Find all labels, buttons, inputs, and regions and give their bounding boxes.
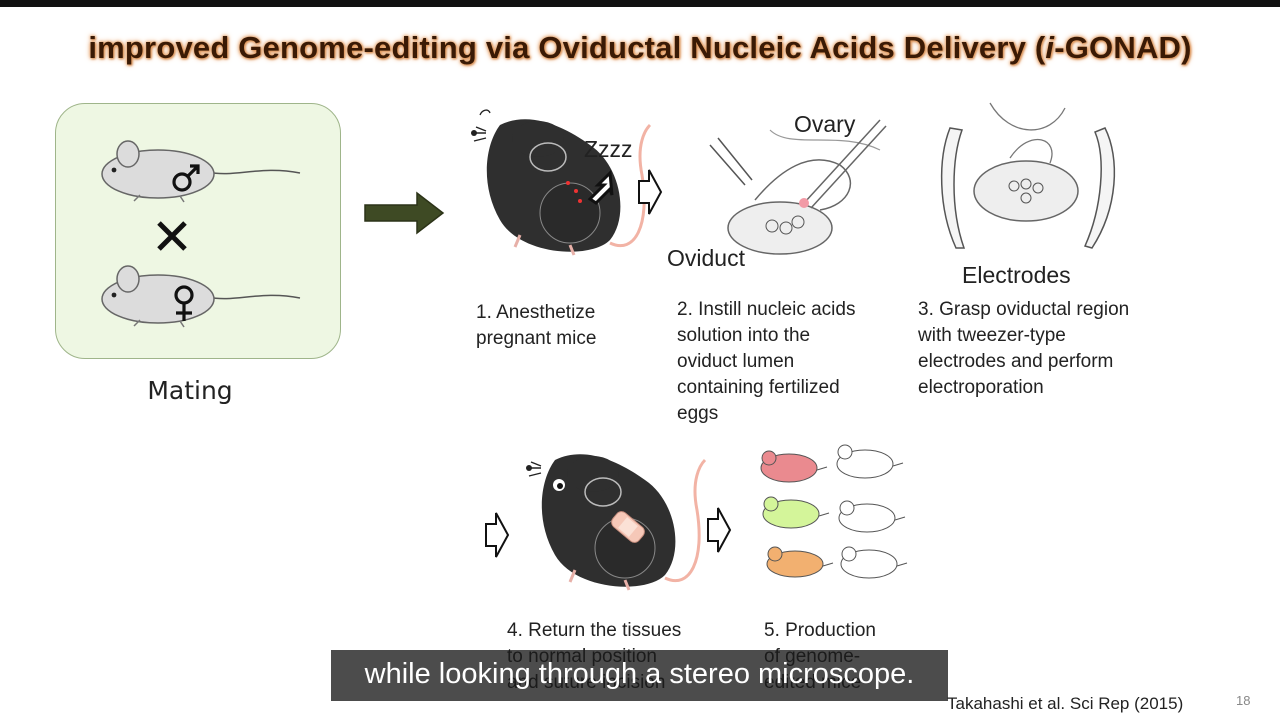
step-2-text: 2. Instill nucleic acids solution into t… <box>677 299 856 424</box>
slide-title: improved Genome-editing via Oviductal Nu… <box>88 30 1192 65</box>
mating-label: Mating <box>147 376 233 405</box>
bandage-icon <box>611 511 645 543</box>
hollow-arrow-icon <box>587 169 614 205</box>
genome-edited-pups-figure <box>760 444 908 579</box>
cross-icon <box>157 221 187 251</box>
step-1-text: 1. Anesthetize pregnant mice <box>476 302 597 349</box>
page-number: 18 <box>1236 693 1251 708</box>
subtitle-caption: while looking through a stereo microscop… <box>331 650 948 701</box>
hollow-arrow-icon <box>707 507 732 553</box>
electrodes-label: Electrodes <box>962 262 1071 288</box>
anesthetized-mouse-figure <box>471 109 652 256</box>
hollow-arrow-icon <box>638 169 663 215</box>
oviduct-label: Oviduct <box>667 245 745 271</box>
male-mouse-figure <box>101 140 301 203</box>
hollow-arrow-icon <box>485 512 510 558</box>
sutured-mouse-figure <box>526 454 707 591</box>
big-right-arrow-icon <box>364 191 445 235</box>
top-bar <box>0 0 1280 7</box>
male-symbol-icon <box>172 164 200 192</box>
ovary-label: Ovary <box>794 111 856 137</box>
electrodes-figure <box>940 102 1116 249</box>
female-mouse-figure <box>101 265 301 328</box>
citation: Takahashi et al. Sci Rep (2015) <box>947 694 1184 713</box>
female-symbol-icon <box>174 285 194 321</box>
oviduct-injection-figure <box>709 119 887 255</box>
step-3-text: 3. Grasp oviductal region with tweezer-t… <box>918 299 1130 398</box>
zzz-label: Zzzz <box>584 136 633 162</box>
subtitle-text: while looking through a stereo microscop… <box>364 658 915 690</box>
